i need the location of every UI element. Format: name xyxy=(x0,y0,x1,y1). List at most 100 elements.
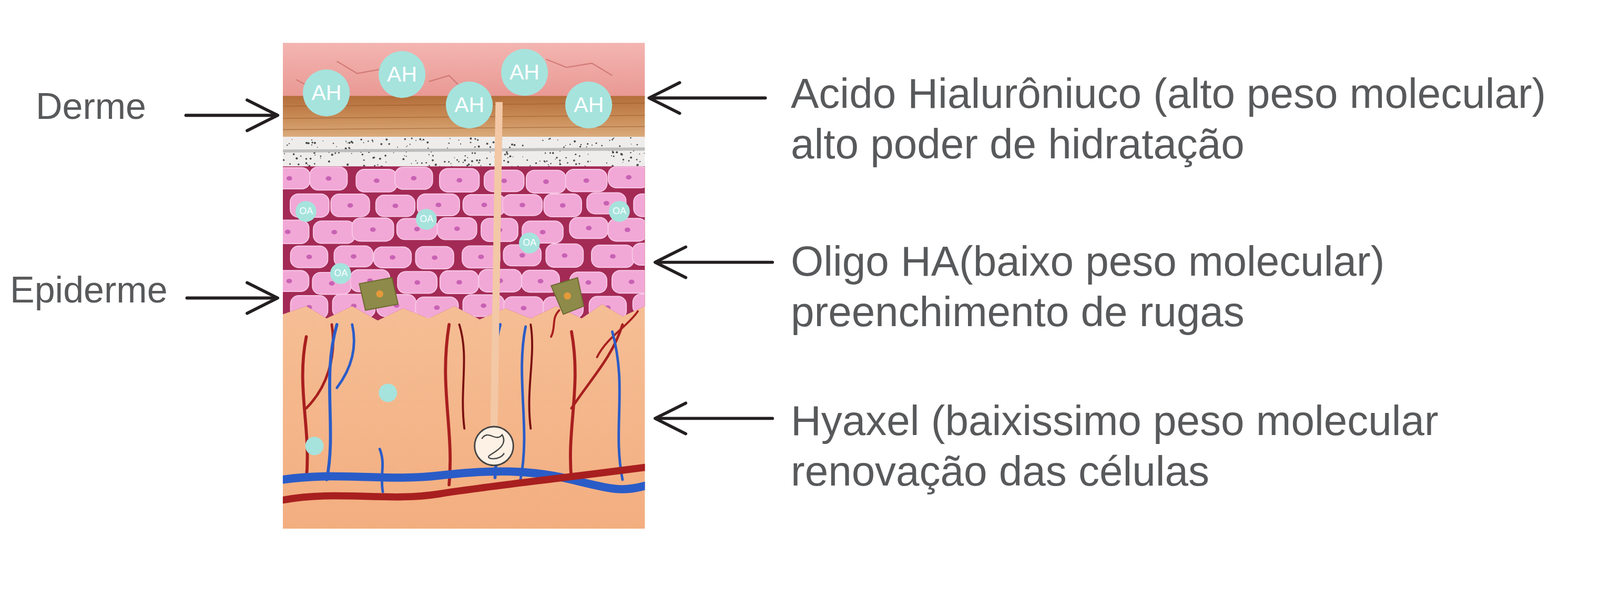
stipple-dot xyxy=(644,153,646,155)
epidermal-cell xyxy=(633,293,646,315)
cell-body xyxy=(290,246,329,268)
circle-fill xyxy=(302,69,350,117)
stipple-dot xyxy=(360,138,363,141)
cell-nucleus xyxy=(370,227,376,232)
stipple-dot xyxy=(411,137,413,139)
stipple-dot xyxy=(309,157,312,160)
stipple-dot xyxy=(457,160,460,163)
stipple-dot xyxy=(295,157,298,160)
stipple-dot xyxy=(629,156,633,159)
circle-fill xyxy=(330,262,352,284)
stipple-dot xyxy=(286,144,289,147)
stipple-dot xyxy=(569,143,571,145)
stipple-dot xyxy=(549,162,552,165)
stipple-dot xyxy=(543,160,546,162)
cell-body xyxy=(608,166,646,188)
stipple-dot xyxy=(311,144,313,146)
hyaluronic-circle: AH xyxy=(565,81,613,129)
cell-nucleus xyxy=(625,175,632,180)
stipple-dot xyxy=(595,142,598,145)
callout-label: Acido Hialurôniuco (alto peso molecular)… xyxy=(790,68,1585,170)
stipple-dot xyxy=(460,143,462,145)
stipple-dot xyxy=(511,143,514,146)
epidermal-cell xyxy=(608,166,646,188)
cell-nucleus xyxy=(561,253,568,259)
cell-nucleus xyxy=(604,305,611,311)
leader-line xyxy=(657,260,773,264)
stipple-dot xyxy=(448,142,450,144)
cell-nucleus xyxy=(583,178,590,183)
stipple-dot xyxy=(454,157,456,159)
cell-nucleus xyxy=(306,304,313,310)
stipple-dot xyxy=(443,160,446,163)
stipple-dot xyxy=(512,156,514,158)
cell-body xyxy=(545,243,584,268)
arrow-head xyxy=(655,246,686,278)
cell-nucleus xyxy=(325,176,332,181)
epidermal-cell xyxy=(397,271,437,293)
stipple-dot xyxy=(573,140,576,143)
cell-nucleus xyxy=(537,278,544,284)
epidermal-cell xyxy=(394,167,433,190)
stipple-dot xyxy=(613,137,615,139)
circle-fill xyxy=(565,81,613,129)
stipple-dot xyxy=(426,141,429,144)
stipple-dot xyxy=(608,139,610,141)
cell-body xyxy=(484,170,525,192)
stipple-dot xyxy=(622,158,625,161)
stipple-dot xyxy=(629,151,631,154)
hyaluronic-circle: AH xyxy=(501,48,548,96)
cell-nucleus xyxy=(456,177,463,183)
stipple-dot xyxy=(305,141,308,145)
cell-body xyxy=(282,270,309,292)
circle-label: OA xyxy=(612,206,627,217)
cell-nucleus xyxy=(581,328,587,334)
stipple-dot xyxy=(638,153,640,155)
stipple-dot xyxy=(639,161,641,163)
stippled-line xyxy=(282,148,646,151)
stipple-dot xyxy=(449,138,451,140)
stipple-dot xyxy=(579,145,582,148)
stipple-dot xyxy=(380,143,383,146)
stipple-dot xyxy=(558,159,561,161)
crack-line xyxy=(337,60,380,74)
stipple-dot xyxy=(431,159,434,162)
stipple-dot xyxy=(388,143,391,146)
stipple-dot xyxy=(464,155,467,157)
stipple-dot xyxy=(600,145,603,147)
circle-label: OA xyxy=(299,206,313,217)
cell-nucleus xyxy=(585,280,592,285)
epidermal-cell xyxy=(612,270,646,293)
cell-nucleus xyxy=(373,178,380,183)
stipple-dot xyxy=(508,146,511,149)
stipple-dot xyxy=(349,147,351,149)
stipple-dot xyxy=(335,146,338,148)
cell-body xyxy=(569,217,608,239)
cell-body xyxy=(308,321,351,343)
cell-body xyxy=(633,293,646,315)
stipple-dot xyxy=(422,138,425,141)
stipple-dot xyxy=(557,139,559,141)
epidermal-cell xyxy=(479,269,522,292)
cell-body xyxy=(589,296,627,320)
stipple-dot xyxy=(351,153,353,155)
stipple-dot xyxy=(373,156,375,159)
stipple-dots xyxy=(282,137,645,170)
stipple-dot xyxy=(476,138,479,141)
cell-nucleus xyxy=(625,328,632,334)
stipple-dot xyxy=(479,159,481,161)
stipple-dot xyxy=(549,151,552,154)
epidermal-cell xyxy=(591,245,635,268)
layer-name: Derme xyxy=(35,84,147,129)
stipple-dot xyxy=(458,139,460,141)
epidermal-cell xyxy=(608,320,645,343)
stipple-dot xyxy=(628,159,630,162)
epidermal-cell xyxy=(282,167,311,189)
epidermal-cell xyxy=(352,217,394,241)
cell-nucleus xyxy=(350,253,357,259)
cell-nucleus xyxy=(520,306,527,311)
stipple-dot xyxy=(505,150,508,154)
cell-body xyxy=(565,169,608,192)
stipple-dot xyxy=(630,143,633,145)
stipple-dot xyxy=(404,155,406,157)
